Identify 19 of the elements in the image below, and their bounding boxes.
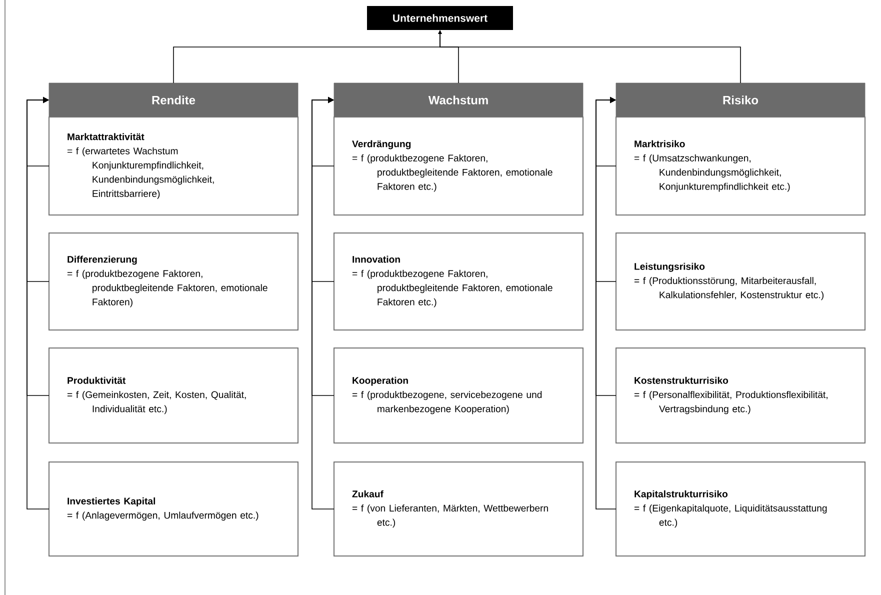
factor-box: Zukauf = f (von Lieferanten, Märkten, Wettbewerbern etc.) bbox=[334, 462, 584, 556]
factor-box: Marktattraktivität = f (erwartetes Wachstum Konjunkturempfindlichkeit, Kundenbindungsmöglichkeit, Eintrittsbarriere) bbox=[48, 116, 298, 216]
factor-box: Innovation = f (produktbezogene Faktoren, produktbegleitende Faktoren, emotionale Faktoren etc.) bbox=[334, 232, 584, 330]
factor-box: Leistungsrisiko = f (Produktionsstörung, Mitarbeiterausfall, Kalkulationsfehler, Kostenstruktur etc.) bbox=[616, 232, 866, 330]
factor-box: Kapitalstrukturrisiko = f (Eigenkapitalquote, Liquiditätsausstattung etc.) bbox=[616, 462, 866, 556]
factor-box: Kooperation = f (produktbezogene, servicebezogene und markenbezogene Kooperation) bbox=[334, 348, 584, 444]
factor-box: Kostenstrukturrisiko = f (Personalflexibilität, Produktionsflexibilität, Vertragsbindung etc.) bbox=[616, 348, 866, 444]
factor-box: Differenzierung = f (produktbezogene Faktoren, produktbegleitende Faktoren, emotionale Faktoren) bbox=[48, 232, 298, 330]
column-header: Rendite bbox=[48, 82, 298, 118]
connector-arrow bbox=[312, 96, 334, 510]
column-header: Risiko bbox=[616, 82, 866, 118]
connector-arrow bbox=[26, 96, 50, 510]
title-box: Unternehmenswert bbox=[367, 6, 513, 30]
column-header: Wachstum bbox=[334, 82, 584, 118]
connector-arrow bbox=[596, 96, 616, 510]
factor-box: Investiertes Kapital = f (Anlagevermögen, Umlaufvermögen etc.) bbox=[48, 462, 298, 556]
factor-box: Verdrängung = f (produktbezogene Faktoren, produktbegleitende Faktoren, emotionale Faktoren etc.) bbox=[334, 116, 584, 216]
factor-box: Marktrisiko = f (Umsatzschwankungen, Kundenbindungsmöglichkeit, Konjunkturempfindlichkeit etc.) bbox=[616, 116, 866, 216]
factor-box: Produktivität = f (Gemeinkosten, Zeit, Kosten, Qualität, Individualität etc.) bbox=[48, 348, 298, 444]
